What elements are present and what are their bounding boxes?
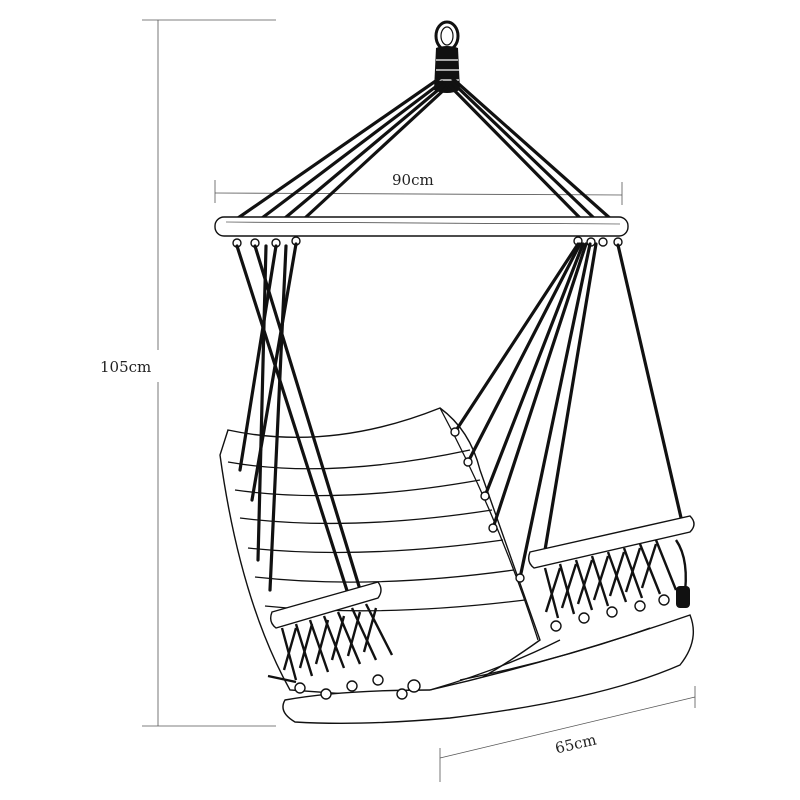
height-label: 105cm [100,358,151,376]
right-armrest [527,515,695,632]
height-dimension: 105cm [100,19,276,727]
left-armrest [267,581,421,700]
seat-backrest [219,407,541,701]
seat-grommets [450,427,525,583]
bar-loops [232,236,623,248]
width-dimension: 90cm [214,171,623,205]
width-label: 90cm [392,171,434,189]
spreader-bar [214,216,629,237]
depth-label: 65cm [553,730,598,757]
top-ropes [236,76,614,222]
left-side-ropes [235,242,364,602]
seat-bottom [282,614,694,725]
right-side-ropes [453,242,684,580]
